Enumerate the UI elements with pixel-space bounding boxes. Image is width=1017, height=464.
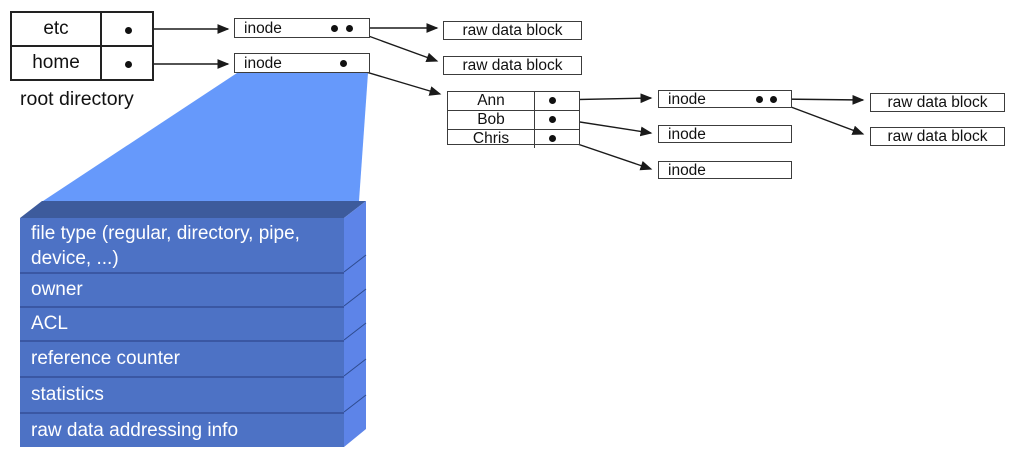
side-face-separators [343, 254, 367, 413]
raw-data-block: raw data block [443, 21, 582, 40]
inode-field-file-type: file type (regular, directory, pipe, dev… [20, 218, 344, 272]
dir-entry-pointer-cell [102, 13, 152, 45]
inode-field-owner: owner [20, 272, 344, 306]
pointer-dot [770, 95, 777, 103]
table-row: Ann [448, 92, 579, 110]
inode-field-statistics: statistics [20, 376, 344, 412]
inode-box-home: inode [234, 53, 370, 73]
inode-label: inode [668, 125, 706, 143]
home-directory-table: Ann Bob Chris [447, 91, 580, 148]
table-row: home [12, 45, 152, 79]
root-directory-caption: root directory [20, 88, 134, 110]
inode-label: inode [668, 161, 706, 179]
inode-field-acl: ACL [20, 306, 344, 340]
inode-block-top-face [20, 201, 366, 218]
raw-data-block-label: raw data block [887, 128, 988, 145]
raw-data-block: raw data block [443, 56, 582, 75]
dir-entry-pointer-cell [535, 92, 579, 110]
pointer-dot [549, 116, 556, 123]
table-row: Bob [448, 110, 579, 129]
table-row: etc [12, 13, 152, 45]
dir-entry-pointer-cell [102, 47, 152, 79]
pointer-dot [340, 59, 347, 67]
pointer-dot [549, 135, 556, 142]
pointer-dot [125, 61, 132, 68]
dir-entry-name: Bob [448, 111, 535, 129]
dir-entry-name: Chris [448, 130, 535, 148]
dir-entry-pointer-cell [535, 130, 579, 148]
inode-box-ann: inode [658, 90, 792, 108]
raw-data-block-label: raw data block [887, 94, 988, 111]
inode-label: inode [244, 19, 282, 37]
table-row: Chris [448, 129, 579, 148]
pointer-dot [549, 97, 556, 104]
inode-box-chris: inode [658, 161, 792, 179]
inode-box-etc: inode [234, 18, 370, 38]
inode-field-reference-counter: reference counter [20, 340, 344, 376]
dir-entry-pointer-cell [535, 111, 579, 129]
raw-data-block: raw data block [870, 93, 1005, 112]
pointer-dot [346, 24, 353, 32]
pointer-dot [756, 95, 763, 103]
dir-entry-name: Ann [448, 92, 535, 110]
inode-box-bob: inode [658, 125, 792, 143]
inode-structure-block: file type (regular, directory, pipe, dev… [20, 218, 344, 447]
inode-block-side-face [344, 201, 366, 447]
inode-label: inode [244, 54, 282, 72]
pointer-dot [331, 24, 338, 32]
raw-data-block-label: raw data block [462, 22, 563, 39]
pointer-dot [125, 27, 132, 34]
inode-field-raw-data-addressing: raw data addressing info [20, 412, 344, 447]
dir-entry-name: home [12, 47, 102, 79]
root-directory-table: etc home [10, 11, 154, 81]
dir-entry-name: etc [12, 13, 102, 45]
raw-data-block-label: raw data block [462, 57, 563, 74]
inode-label: inode [668, 90, 706, 108]
inode-zoom-funnel [43, 73, 368, 201]
raw-data-block: raw data block [870, 127, 1005, 146]
